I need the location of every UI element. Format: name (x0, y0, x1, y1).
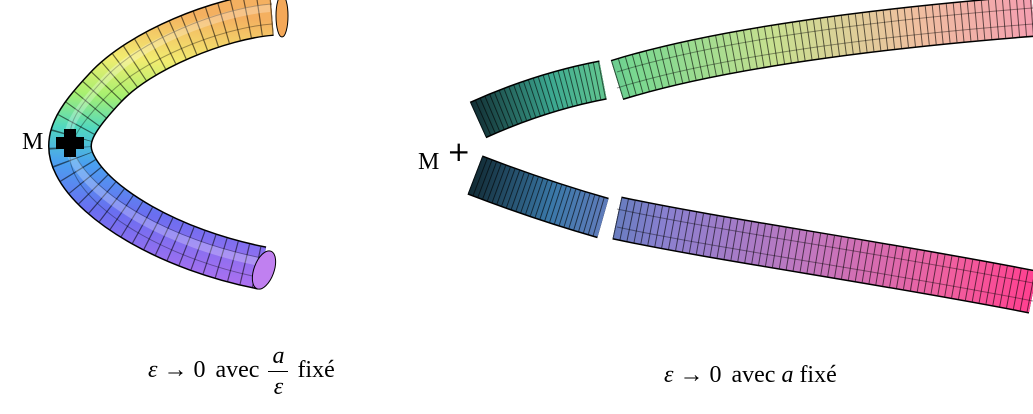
epsilon-symbol: ε (664, 362, 673, 388)
left-caption: ε → 0 avec a ε fixé (148, 344, 335, 399)
right-upper-tube-segment-1 (478, 80, 603, 120)
fraction-denominator: ε (268, 372, 288, 399)
variable-a: a (781, 362, 793, 388)
right-lower-tube-segment-2 (617, 209, 1033, 301)
right-upper-tube-segment-2 (617, 8, 1033, 88)
fixe-word: fixé (297, 357, 334, 383)
fixe-word: fixé (799, 362, 836, 388)
right-point-marker: + (447, 138, 470, 166)
right-point-label: M (418, 150, 439, 174)
fraction-numerator: a (268, 344, 288, 371)
epsilon-symbol: ε (148, 357, 157, 383)
fraction: a ε (268, 344, 288, 399)
left-point-label: M (22, 130, 43, 154)
avec-word: avec (215, 357, 259, 383)
zero-value: 0 (709, 362, 721, 388)
left-tube (68, 0, 288, 292)
zero-value: 0 (193, 357, 205, 383)
arrow-symbol: → (679, 362, 703, 388)
right-lower-tube-segment-1 (475, 175, 603, 218)
avec-word: avec (731, 362, 775, 388)
arrow-symbol: → (163, 357, 187, 383)
right-caption: ε → 0 avec a fixé (664, 363, 837, 387)
